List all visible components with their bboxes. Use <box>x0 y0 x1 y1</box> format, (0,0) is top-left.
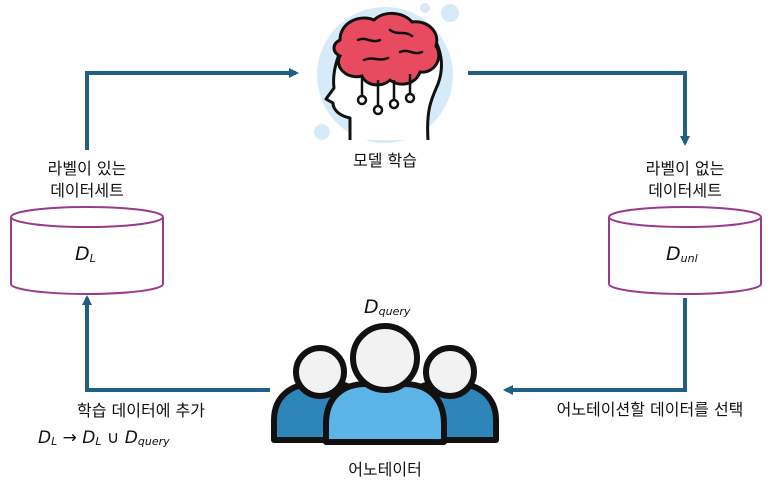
annotator-label: 어노테이터 <box>348 460 422 479</box>
labeled-dataset-symbol: DL <box>75 243 96 265</box>
labeled-dataset-label-line2: 데이터세트 <box>50 181 124 200</box>
unlabeled-dataset-symbol: Dunl <box>666 243 698 265</box>
annotator-group-icon <box>271 323 499 445</box>
labeled-dataset-label-line1: 라벨이 있는 <box>47 159 127 178</box>
select-for-annotation-label: 어노테이션할 데이터를 선택 <box>556 400 744 419</box>
add-to-training-label: 학습 데이터에 추가 <box>77 401 205 420</box>
arrow-annotator-to-labeled <box>82 295 270 392</box>
arrow-labeled-to-model <box>85 68 299 150</box>
arrow-unlabeled-to-annotator <box>503 298 687 395</box>
labeled-database-icon <box>10 206 164 295</box>
update-formula: DL → DL ∪ Dquery <box>38 428 170 448</box>
arrow-model-to-unlabeled <box>468 71 690 146</box>
unlabeled-dataset-label-line2: 데이터세트 <box>648 181 722 200</box>
model-training-label: 모델 학습 <box>353 151 417 170</box>
query-symbol: Dquery <box>364 296 411 318</box>
unlabeled-database-icon <box>608 206 762 295</box>
unlabeled-dataset-label-line1: 라벨이 없는 <box>645 159 725 178</box>
brain-head-icon <box>314 3 459 143</box>
